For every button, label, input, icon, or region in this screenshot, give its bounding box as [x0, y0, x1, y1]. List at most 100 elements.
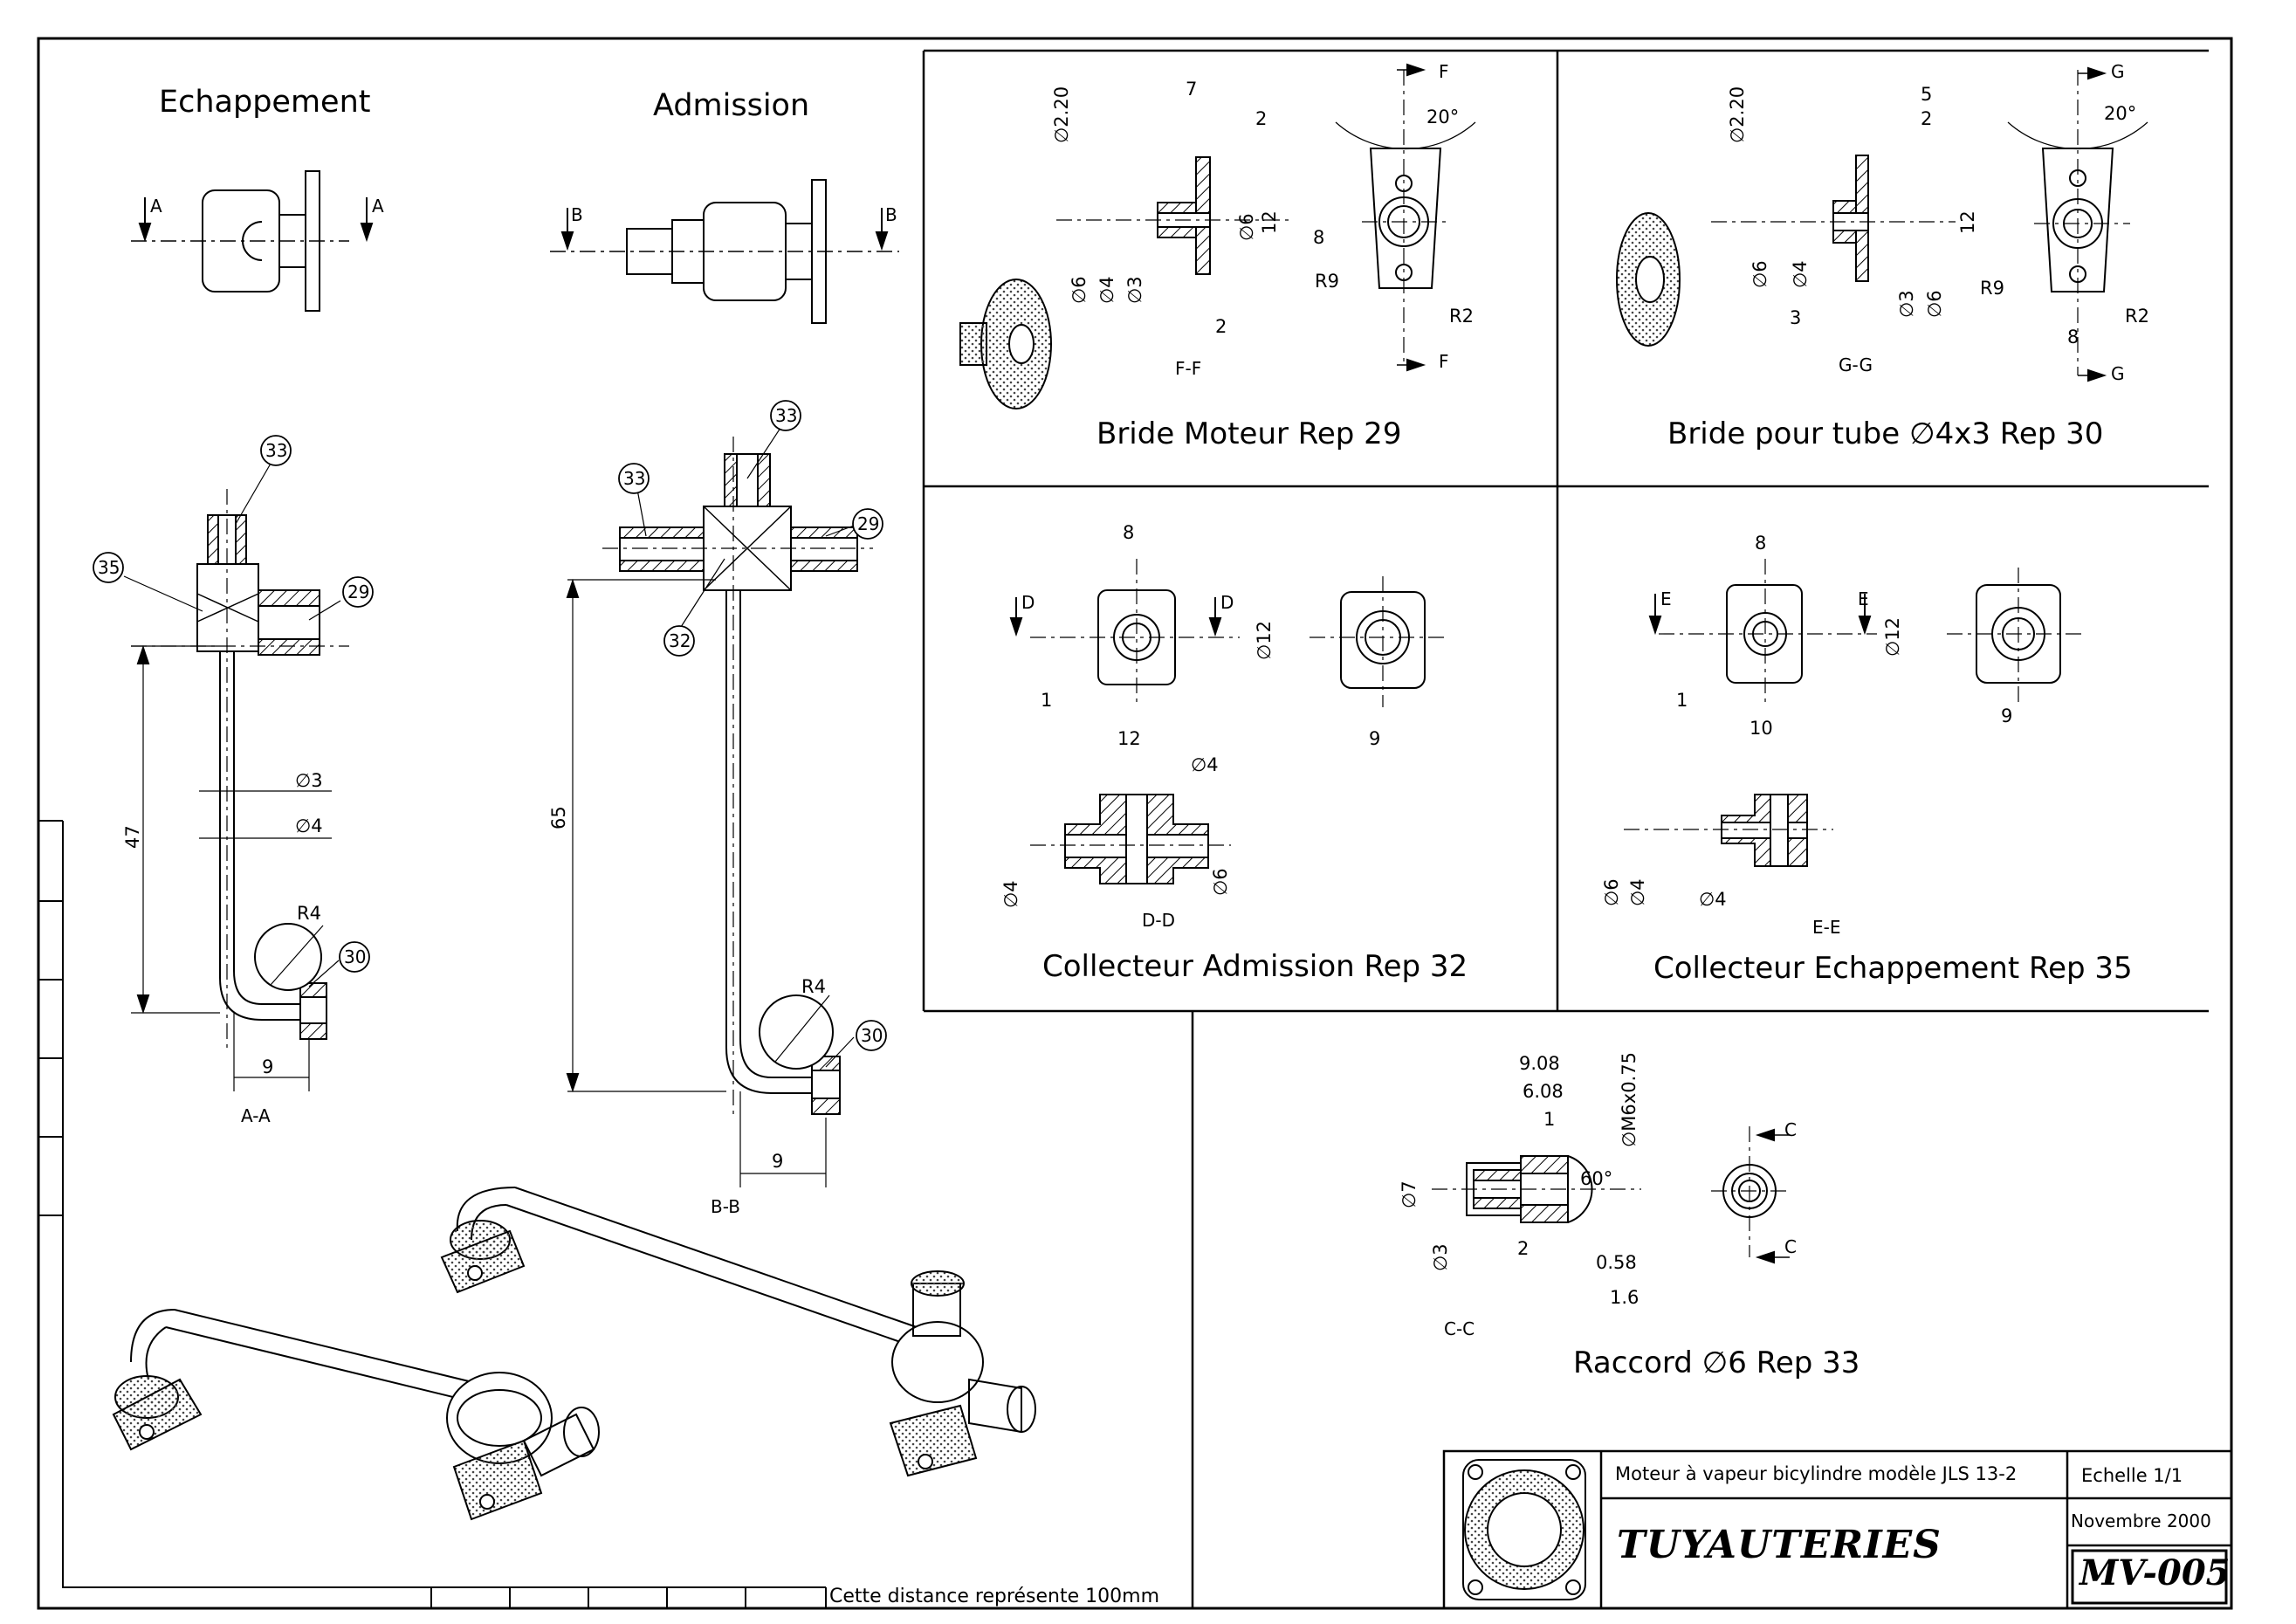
- balloon-35-aa: [93, 552, 124, 583]
- dim-ce-phi12: ∅12: [1882, 616, 1903, 657]
- cut-mark-g-top: G: [2111, 61, 2125, 82]
- collecteur-echappement-drawing: [1624, 559, 2086, 867]
- cut-mark-e-left: E: [1660, 588, 1672, 609]
- dim-bt-phi6: ∅6: [1924, 290, 1945, 318]
- dim-bm-7: 7: [1186, 79, 1198, 100]
- cut-mark-c-top: C: [1784, 1119, 1797, 1140]
- part-title-collecteur-admission: Collecteur Admission Rep 32: [1042, 949, 1468, 984]
- dim-9-bb: 9: [772, 1151, 784, 1172]
- dim-ce-8: 8: [1755, 533, 1767, 554]
- dim-r4-aa: R4: [297, 903, 321, 924]
- dim-bm-8: 8: [1313, 227, 1325, 248]
- section-label-gg: G-G: [1839, 354, 1873, 375]
- section-label-ff: F-F: [1175, 358, 1202, 379]
- logo-emblem: [1462, 1459, 1586, 1600]
- dim-ce-phi6: ∅6: [1601, 878, 1622, 906]
- dim-r-608: 6.08: [1523, 1081, 1564, 1102]
- dim-r4-bb: R4: [801, 976, 826, 997]
- isometric-assembly-view: [112, 1187, 1036, 1521]
- balloon-33-bb-left: [618, 463, 650, 494]
- balloon-35-aa-label: 35: [98, 557, 120, 578]
- section-label-dd: D-D: [1142, 910, 1176, 931]
- section-label-aa: A-A: [241, 1105, 271, 1126]
- section-label-cc: C-C: [1444, 1318, 1475, 1339]
- cut-mark-d-left: D: [1021, 592, 1035, 613]
- balloon-32-bb-label: 32: [669, 630, 691, 651]
- dim-9-aa: 9: [262, 1056, 274, 1077]
- dim-phi3-aa: ∅3: [295, 770, 323, 791]
- dim-bm-phi3: ∅3: [1124, 276, 1145, 304]
- sheet-border: [37, 37, 2233, 1610]
- balloon-30-aa: [339, 941, 370, 973]
- dim-ca-phi4-top: ∅4: [1191, 754, 1219, 775]
- title-block-project: Moteur à vapeur bicylindre modèle JLS 13…: [1615, 1463, 2018, 1484]
- dim-phi4-aa: ∅4: [295, 815, 323, 836]
- collecteur-admission-drawing: [1009, 559, 1449, 884]
- balloon-33-bb-left-label: 33: [623, 468, 646, 489]
- dim-bt-phi3: ∅3: [1896, 290, 1917, 318]
- title-block-code: MV-005: [2079, 1552, 2231, 1593]
- dim-bt-3: 3: [1790, 307, 1802, 328]
- balloon-30-bb-label: 30: [861, 1025, 883, 1046]
- dim-ce-phi4: ∅4: [1627, 878, 1648, 906]
- dim-bm-phi6: ∅6: [1236, 213, 1257, 241]
- section-bb-view: [566, 422, 873, 1187]
- cut-mark-f-bottom: F: [1439, 351, 1449, 372]
- dim-r-m6: ∅M6x0.75: [1619, 1052, 1640, 1147]
- section-label-ee: E-E: [1812, 917, 1841, 938]
- title-block-date: Novembre 2000: [2071, 1510, 2211, 1531]
- part-title-bride-tube: Bride pour tube ∅4x3 Rep 30: [1667, 416, 2104, 451]
- view-title-echappement: Echappement: [159, 85, 371, 120]
- dim-bm-2-top: 2: [1255, 108, 1268, 129]
- dim-bt-r9: R9: [1980, 278, 2004, 299]
- cut-mark-b-left: B: [571, 204, 583, 225]
- cut-mark-f-top: F: [1439, 61, 1449, 82]
- admission-elevation-view: [550, 179, 899, 324]
- dim-bm-20deg: 20°: [1426, 107, 1460, 127]
- dim-bm-phi6-left: ∅6: [1069, 276, 1090, 304]
- dim-bt-phi220: ∅2.20: [1727, 86, 1748, 143]
- dim-r-1: 1: [1543, 1109, 1556, 1130]
- title-block-title: TUYAUTERIES: [1617, 1523, 1942, 1567]
- view-title-admission: Admission: [653, 88, 810, 123]
- dim-ce-9: 9: [2001, 705, 2013, 726]
- raccord-drawing: [1432, 1126, 1790, 1264]
- dim-ca-8: 8: [1123, 522, 1135, 543]
- cut-mark-b-right: B: [885, 204, 897, 225]
- dim-bt-5: 5: [1921, 84, 1933, 105]
- title-block-frame: [1442, 1449, 2233, 1610]
- dim-bm-2-bottom: 2: [1215, 316, 1227, 337]
- dim-65: 65: [548, 806, 569, 829]
- dim-r-phi7: ∅7: [1399, 1180, 1420, 1208]
- dim-ca-12: 12: [1117, 728, 1141, 749]
- dim-bm-r9: R9: [1315, 271, 1339, 292]
- section-aa-view: [123, 457, 349, 1091]
- dim-bm-phi4: ∅4: [1096, 276, 1117, 304]
- dim-r-2: 2: [1517, 1238, 1530, 1259]
- echappement-elevation-view: [131, 170, 374, 312]
- bride-tube-drawing: [1616, 66, 2148, 382]
- dim-ca-phi6: ∅6: [1210, 868, 1231, 896]
- title-block-scale: Echelle 1/1: [2081, 1465, 2183, 1486]
- balloon-33-bb-top: [770, 400, 801, 431]
- dim-ce-phi4-bottom: ∅4: [1699, 889, 1727, 910]
- dim-bt-phi4: ∅4: [1790, 260, 1811, 288]
- part-title-collecteur-echappement: Collecteur Echappement Rep 35: [1653, 951, 2133, 986]
- dim-ca-9: 9: [1369, 728, 1381, 749]
- dim-47: 47: [122, 825, 143, 849]
- dim-bm-phi220: ∅2.20: [1051, 86, 1072, 143]
- dim-ca-phi12: ∅12: [1254, 620, 1275, 660]
- dim-r-058: 0.58: [1596, 1252, 1637, 1273]
- dim-bt-r2: R2: [2125, 306, 2149, 327]
- part-title-raccord: Raccord ∅6 Rep 33: [1573, 1345, 1860, 1380]
- dim-r-16: 1.6: [1610, 1287, 1640, 1308]
- balloon-33-aa: [260, 435, 292, 466]
- balloon-29-aa: [342, 576, 374, 608]
- dim-ca-1: 1: [1041, 690, 1053, 711]
- cut-mark-g-bottom: G: [2111, 363, 2125, 384]
- balloon-29-aa-label: 29: [347, 581, 370, 602]
- dim-bt-phi6-left: ∅6: [1749, 260, 1770, 288]
- dim-ce-1: 1: [1676, 690, 1688, 711]
- balloon-30-bb: [856, 1020, 887, 1051]
